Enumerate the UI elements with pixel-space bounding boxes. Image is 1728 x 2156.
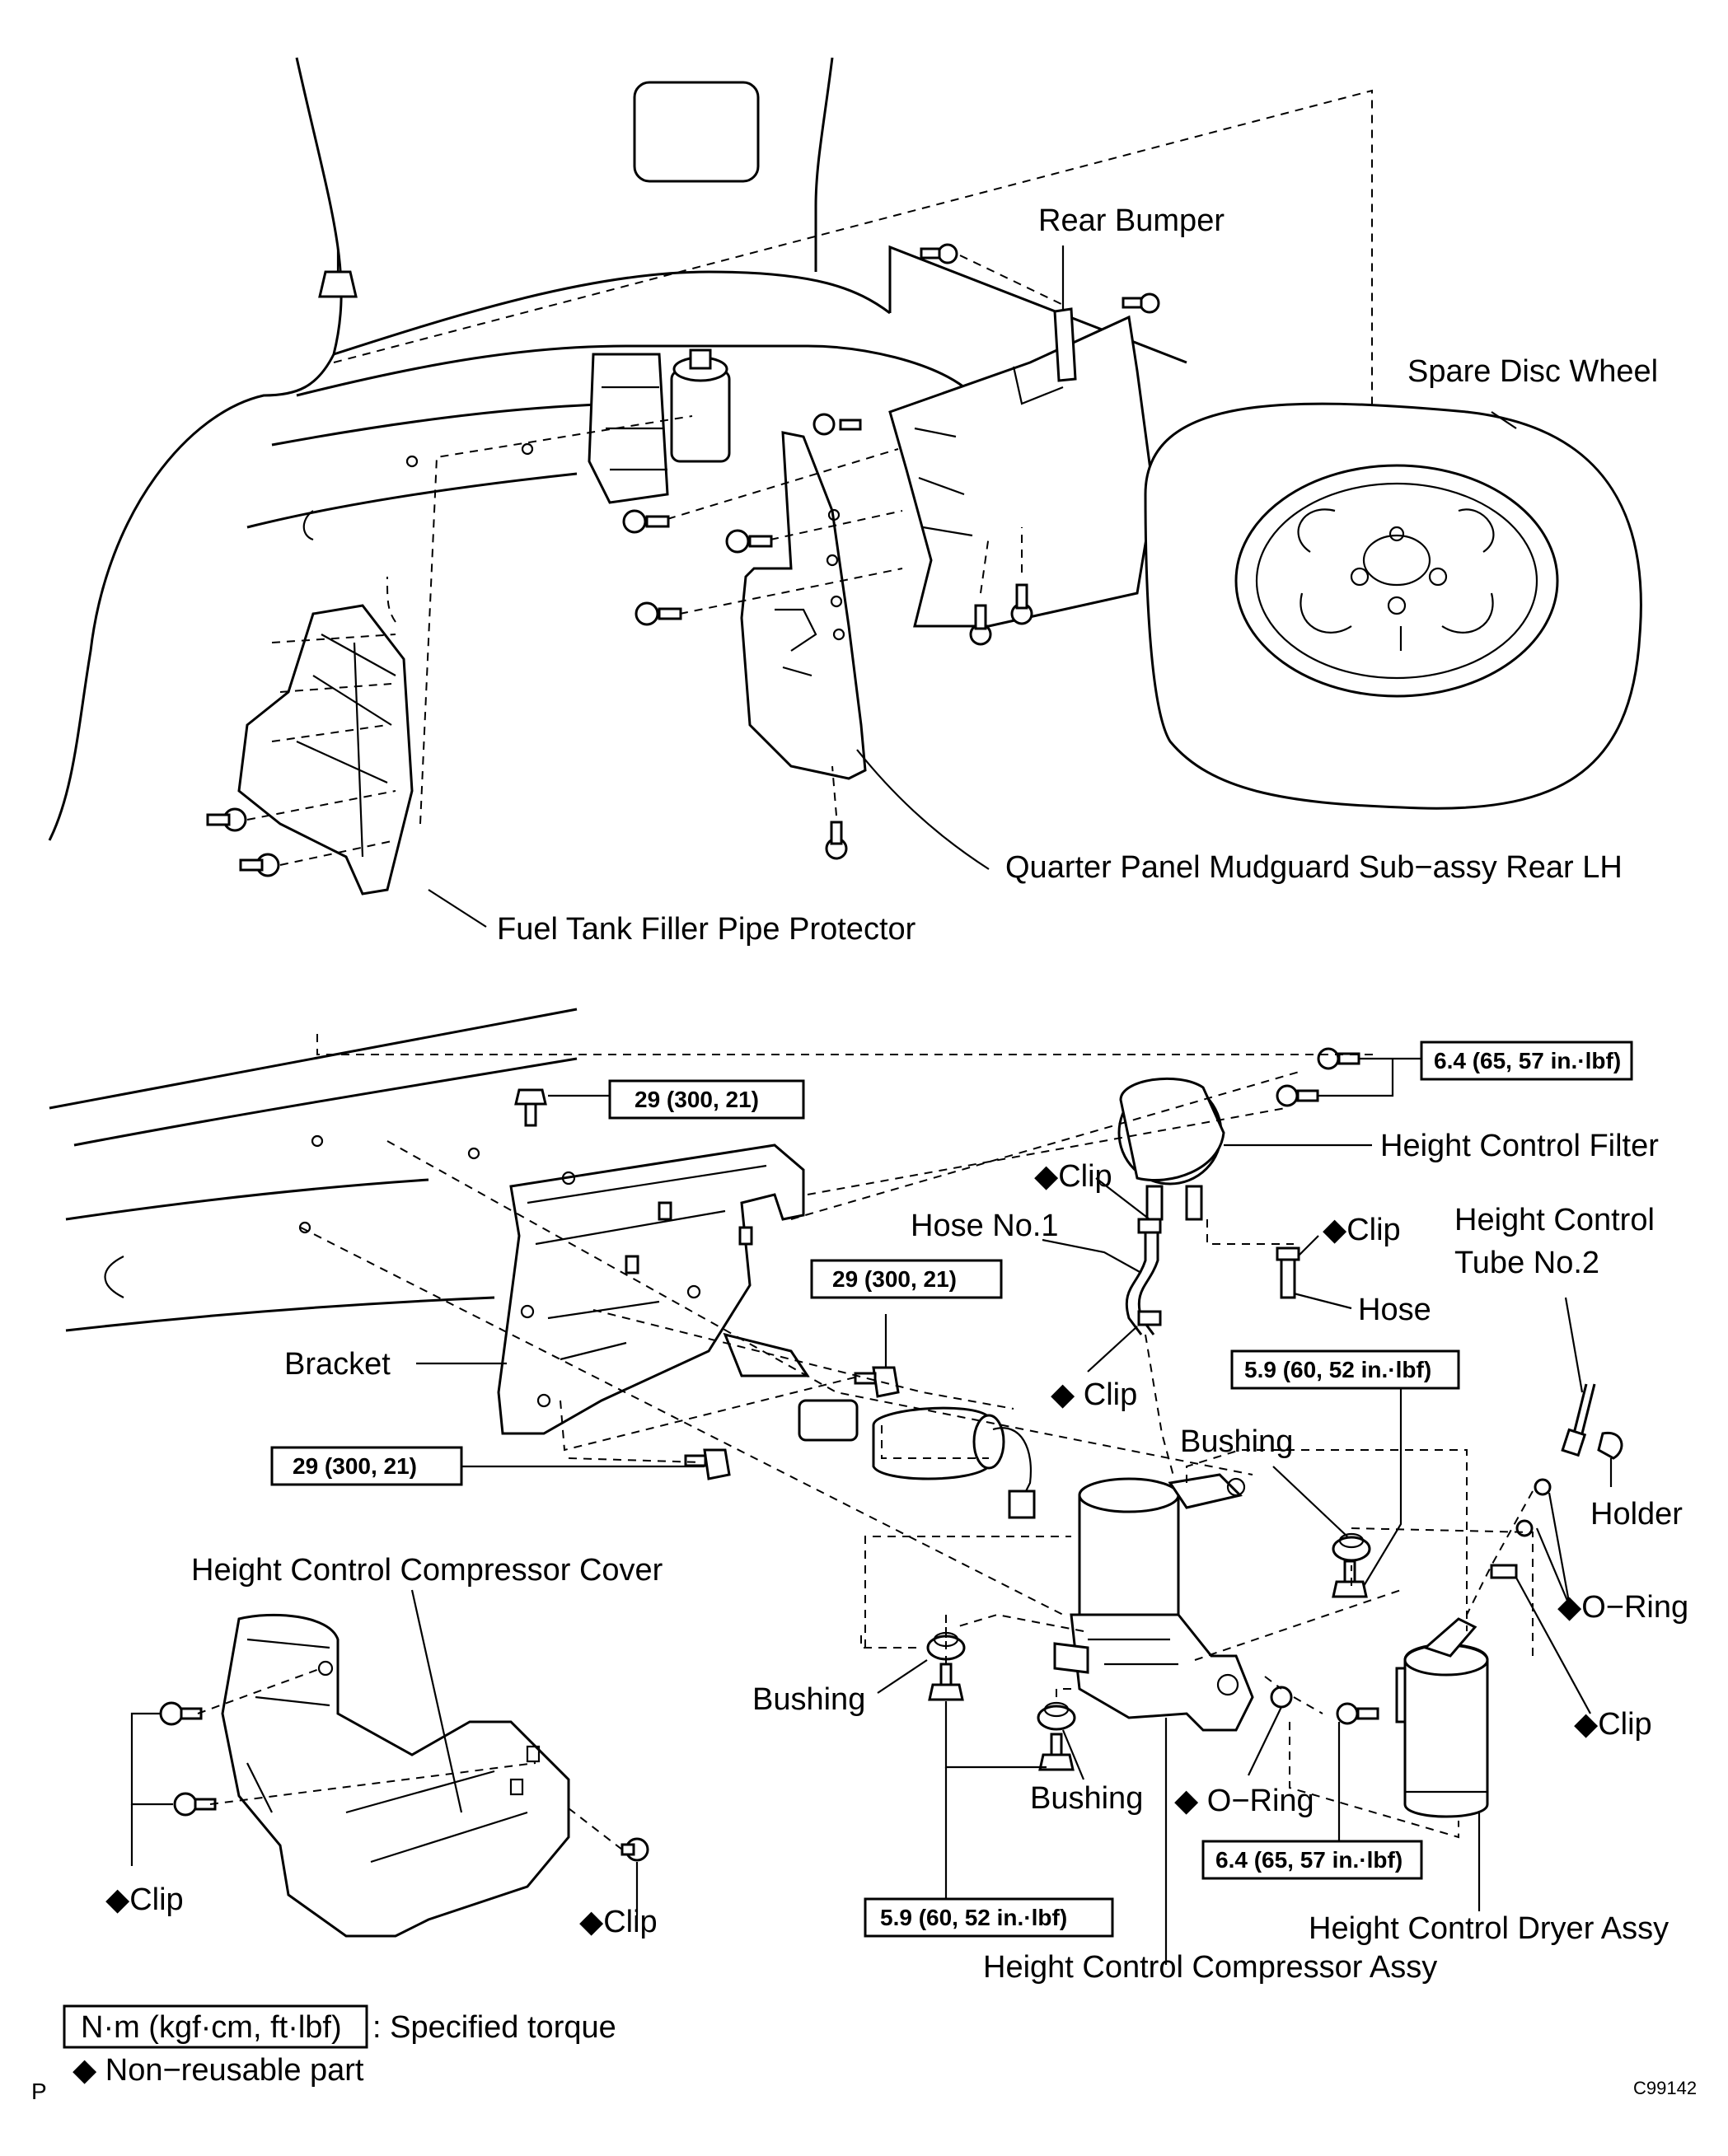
height-control-tube-no2-label-line1: Height Control xyxy=(1454,1203,1655,1237)
protector-clip-2 xyxy=(239,853,280,877)
torque-box-bracket-top: 29 (300, 21) xyxy=(608,1079,805,1120)
cover-clip-1 xyxy=(159,1701,203,1726)
rear-bumper-label: Rear Bumper xyxy=(1038,203,1225,238)
bracket-top-bolt xyxy=(514,1088,547,1127)
clip-label-top: ◆Clip xyxy=(1034,1159,1112,1194)
svg-text:29 (300, 21): 29 (300, 21) xyxy=(832,1266,957,1292)
hose-part xyxy=(1276,1246,1300,1299)
bumper-screw-1 xyxy=(812,413,862,436)
bushing-label-left: Bushing xyxy=(752,1682,865,1717)
torque-box-compressor-right: 5.9 (60, 52 in.·lbf) xyxy=(1230,1349,1460,1390)
clip-label-cover-left: ◆Clip xyxy=(105,1882,184,1917)
height-control-tube-no2-label-line2: Tube No.2 xyxy=(1454,1246,1599,1280)
lower-leader-lines xyxy=(130,1057,1613,1965)
fuel-tank-filler-pipe-protector-part xyxy=(237,604,414,896)
fuel-tank-filler-pipe-protector-label: Fuel Tank Filler Pipe Protector xyxy=(497,912,916,947)
height-control-compressor-assy-label: Height Control Compressor Assy xyxy=(983,1950,1437,1985)
legend-non-reusable: ◆ Non−reusable part xyxy=(73,2053,364,2088)
svg-text:5.9 (60, 52 in.·lbf): 5.9 (60, 52 in.·lbf) xyxy=(880,1905,1067,1930)
fuel-filler-housing xyxy=(588,348,731,504)
quarter-panel-mudguard-label: Quarter Panel Mudguard Sub−assy Rear LH xyxy=(1005,850,1623,885)
bumper-screw-3 xyxy=(725,529,773,554)
torque-box-dryer: 6.4 (65, 57 in.·lbf) xyxy=(1201,1840,1423,1880)
upper-leader-lines xyxy=(428,246,1517,928)
hose-label: Hose xyxy=(1358,1293,1431,1327)
hose-no1-part xyxy=(1125,1218,1162,1335)
torque-box-bracket-lower: 29 (300, 21) xyxy=(270,1446,463,1486)
height-control-dryer-part xyxy=(1395,1617,1489,1818)
compressor-bolt-right xyxy=(1332,1560,1368,1598)
tube-o-ring-1 xyxy=(1534,1478,1552,1496)
bumper-screw-top xyxy=(920,243,958,264)
lower-view-drawing xyxy=(49,1008,1623,1938)
quarter-panel-mudguard-part xyxy=(740,431,867,780)
o-ring-label-compressor: ◆ O−Ring xyxy=(1174,1784,1314,1818)
clip-label-dryer: ◆Clip xyxy=(1574,1707,1652,1742)
bracket-mid-bolt xyxy=(854,1366,900,1398)
hose-no1-label: Hose No.1 xyxy=(911,1209,1059,1243)
compressor-bolt-left-2 xyxy=(1038,1733,1075,1771)
bushing-right-part xyxy=(1332,1532,1371,1562)
height-control-compressor-cover-part xyxy=(221,1613,570,1938)
upper-view-drawing xyxy=(48,57,1642,896)
o-ring-label-tube: ◆O−Ring xyxy=(1557,1590,1688,1625)
bumper-screw-2 xyxy=(622,509,670,534)
height-control-compressor-part xyxy=(1053,1473,1254,1732)
height-control-compressor-cover-label: Height Control Compressor Cover xyxy=(191,1553,663,1588)
height-control-filter-part xyxy=(1117,1077,1225,1221)
legend-torque-desc: : Specified torque xyxy=(372,2010,616,2045)
dryer-bolt xyxy=(1336,1702,1379,1725)
filter-bolt-bottom xyxy=(1276,1084,1319,1107)
bumper-screw-4 xyxy=(635,601,682,626)
bushing-label-top: Bushing xyxy=(1180,1424,1293,1459)
compressor-bolt-left-1 xyxy=(928,1663,964,1701)
legend-torque-box xyxy=(63,2004,368,2049)
tube-o-ring-2 xyxy=(1515,1519,1534,1537)
page-marker: P xyxy=(31,2079,47,2104)
bumper-screw-right xyxy=(1122,292,1160,314)
filter-bolt-top xyxy=(1317,1047,1360,1070)
svg-text:29 (300, 21): 29 (300, 21) xyxy=(293,1453,417,1479)
legend-torque-unit: N·m (kgf·cm, ft·lbf) xyxy=(81,2010,342,2045)
bushing-label-bottom: Bushing xyxy=(1030,1781,1143,1816)
bushing-center-part xyxy=(1037,1701,1076,1731)
bracket-label: Bracket xyxy=(284,1347,391,1382)
svg-text:6.4 (65, 57 in.·lbf): 6.4 (65, 57 in.·lbf) xyxy=(1434,1048,1621,1073)
holder-part xyxy=(1597,1431,1623,1460)
protector-clip-1 xyxy=(206,807,247,832)
clip-label-hose-lower: ◆ Clip xyxy=(1051,1377,1137,1412)
clip-label-cover-right: ◆Clip xyxy=(579,1905,658,1939)
wiring-connector-part xyxy=(798,1399,1036,1519)
mudguard-screw-bottom xyxy=(825,821,848,860)
legend: N·m (kgf·cm, ft·lbf) : Specified torque … xyxy=(63,2004,616,2088)
torque-box-bracket-mid: 29 (300, 21) xyxy=(810,1259,1003,1299)
clip-label-hose: ◆Clip xyxy=(1323,1213,1401,1247)
bracket-lower-bolt xyxy=(684,1448,731,1480)
spare-disc-wheel-part xyxy=(1144,402,1642,810)
rear-bumper-part xyxy=(888,307,1155,628)
cover-clip-2 xyxy=(173,1792,217,1817)
svg-text:29 (300, 21): 29 (300, 21) xyxy=(635,1087,759,1112)
spare-disc-wheel-label: Spare Disc Wheel xyxy=(1407,354,1658,389)
cover-clip-3 xyxy=(620,1837,649,1862)
svg-text:6.4 (65, 57 in.·lbf): 6.4 (65, 57 in.·lbf) xyxy=(1215,1847,1403,1873)
bumper-screw-6 xyxy=(1010,583,1033,625)
tube-clip-part xyxy=(1490,1564,1518,1579)
bumper-screw-5 xyxy=(969,604,992,646)
height-control-filter-label: Height Control Filter xyxy=(1380,1129,1659,1163)
figure-code: C99142 xyxy=(1633,2078,1697,2098)
height-control-dryer-assy-label: Height Control Dryer Assy xyxy=(1309,1911,1669,1946)
torque-box-filter: 6.4 (65, 57 in.·lbf) xyxy=(1420,1041,1633,1081)
height-control-tube-no2-part xyxy=(1561,1383,1596,1457)
compressor-o-ring xyxy=(1270,1686,1293,1709)
holder-label: Holder xyxy=(1590,1497,1683,1532)
torque-box-compressor-left: 5.9 (60, 52 in.·lbf) xyxy=(864,1897,1114,1938)
svg-text:5.9 (60, 52 in.·lbf): 5.9 (60, 52 in.·lbf) xyxy=(1244,1357,1431,1382)
